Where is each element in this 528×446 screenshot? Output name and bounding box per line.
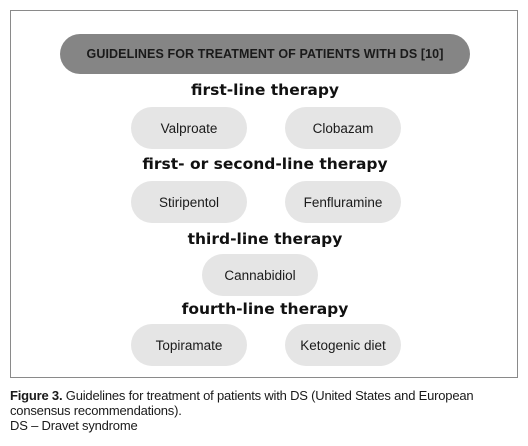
- drug-pill-valproate: Valproate: [131, 107, 247, 149]
- caption-main: Figure 3. Guidelines for treatment of pa…: [10, 388, 520, 418]
- diagram-frame: GUIDELINES FOR TREATMENT OF PATIENTS WIT…: [10, 10, 518, 378]
- caption-abbreviation: DS – Dravet syndrome: [10, 418, 138, 433]
- level-title-first-or-second-line: first- or second-line therapy: [142, 155, 388, 173]
- drug-pill-topiramate: Topiramate: [131, 324, 247, 366]
- level-title-third-line: third-line therapy: [187, 230, 343, 248]
- caption-text: Guidelines for treatment of patients wit…: [10, 388, 474, 418]
- drug-pill-fenfluramine: Fenfluramine: [285, 181, 401, 223]
- drug-pill-stiripentol: Stiripentol: [131, 181, 247, 223]
- guidelines-banner: GUIDELINES FOR TREATMENT OF PATIENTS WIT…: [60, 34, 470, 74]
- drug-pill-clobazam: Clobazam: [285, 107, 401, 149]
- level-title-first-line: first-line therapy: [190, 81, 340, 99]
- drug-pill-cannabidiol: Cannabidiol: [202, 254, 318, 296]
- drug-pill-ketogenic-diet: Ketogenic diet: [285, 324, 401, 366]
- level-title-fourth-line: fourth-line therapy: [181, 300, 349, 318]
- caption-figure-label: Figure 3.: [10, 388, 63, 403]
- figure-caption: Figure 3. Guidelines for treatment of pa…: [10, 388, 520, 433]
